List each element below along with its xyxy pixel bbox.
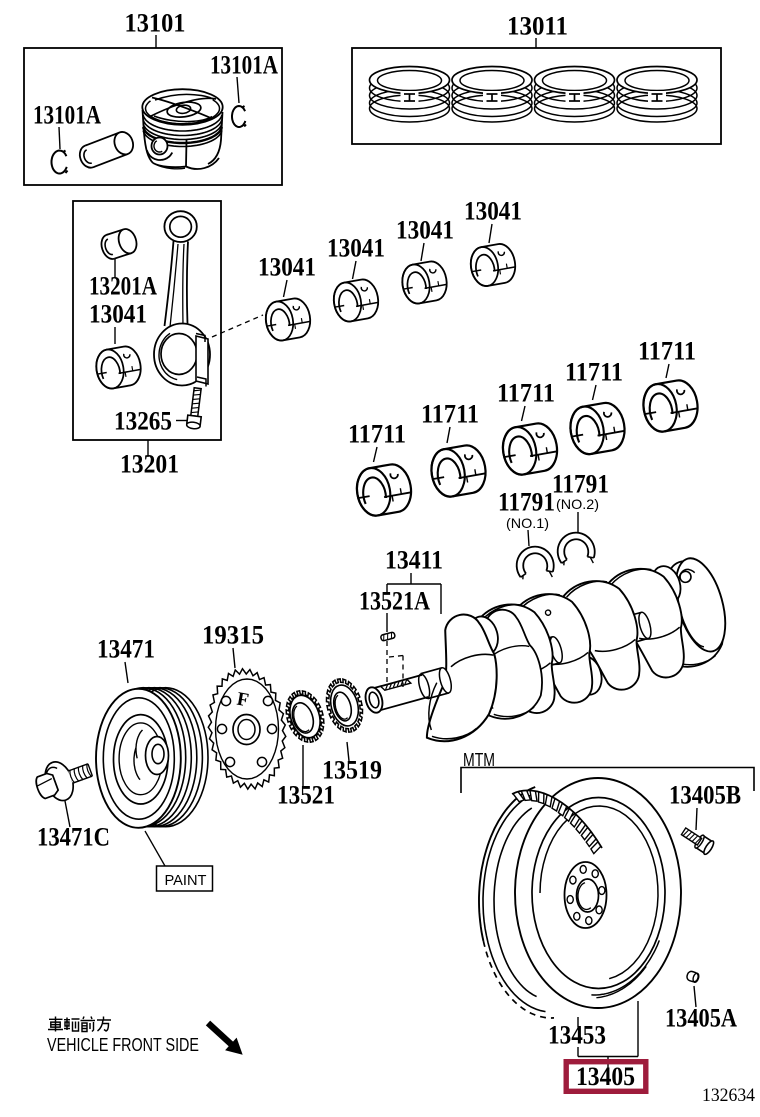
svg-text:13519: 13519 [322,755,382,785]
svg-text:F: F [235,689,250,712]
svg-text:13453: 13453 [548,1020,606,1050]
svg-text:VEHICLE FRONT SIDE: VEHICLE FRONT SIDE [47,1034,199,1055]
svg-text:PAINT: PAINT [165,873,207,889]
svg-text:11791: 11791 [552,469,609,499]
svg-text:11791: 11791 [498,487,555,517]
svg-text:13041: 13041 [89,299,147,329]
svg-text:11711: 11711 [421,399,479,429]
svg-text:13101A: 13101A [210,50,278,80]
svg-text:13101: 13101 [125,8,186,38]
svg-text:13011: 13011 [507,11,568,41]
svg-text:13101A: 13101A [33,100,101,130]
svg-text:13201: 13201 [120,449,179,479]
svg-text:13041: 13041 [327,233,385,263]
svg-text:13411: 13411 [385,545,443,575]
svg-text:13265: 13265 [114,406,172,436]
svg-text:11711: 11711 [497,378,555,408]
svg-text:11711: 11711 [565,357,623,387]
svg-text:13471C: 13471C [37,822,110,852]
svg-text:(NO.2): (NO.2) [556,496,599,512]
svg-text:11711: 11711 [348,419,406,449]
svg-text:11711: 11711 [638,336,696,366]
svg-text:13041: 13041 [464,196,522,226]
svg-text:MTM: MTM [463,750,495,770]
svg-text:13521A: 13521A [359,586,430,616]
svg-text:13041: 13041 [258,252,316,282]
svg-text:13521: 13521 [277,780,335,810]
svg-text:132634: 132634 [702,1085,755,1106]
svg-text:13405: 13405 [576,1062,635,1091]
svg-text:13471: 13471 [97,634,155,664]
svg-text:13405A: 13405A [665,1003,737,1033]
svg-text:13201A: 13201A [89,271,157,301]
svg-text:(NO.1): (NO.1) [506,515,549,531]
svg-text:13405B: 13405B [669,780,741,810]
svg-text:13041: 13041 [396,215,454,245]
svg-text:19315: 19315 [202,620,264,650]
